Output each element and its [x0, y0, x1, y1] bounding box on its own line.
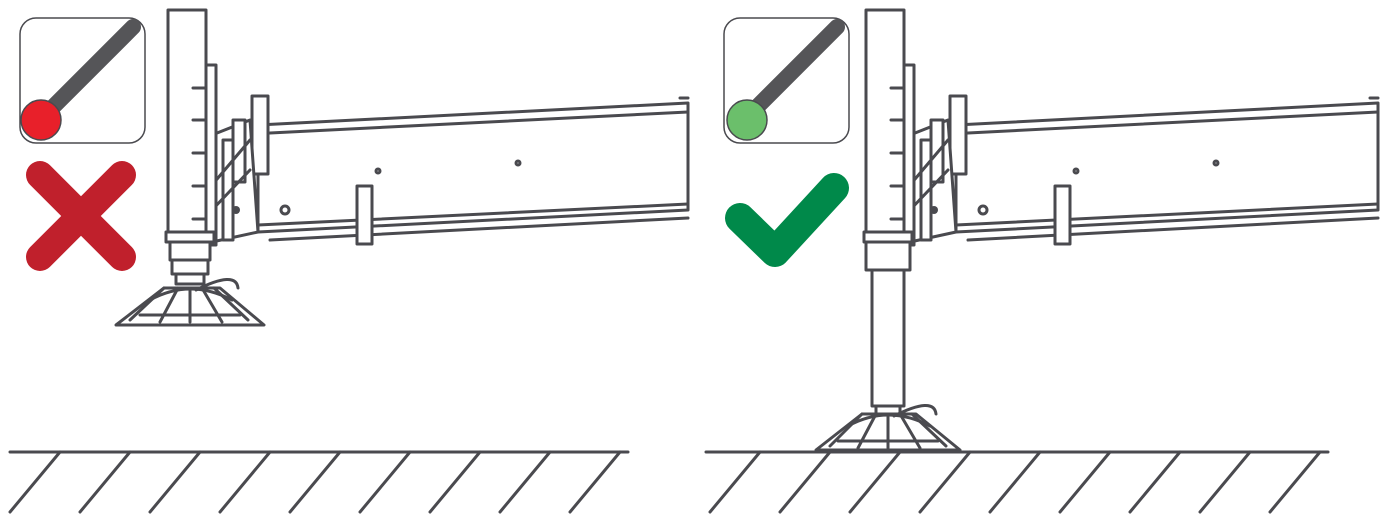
mount-bracket: [908, 118, 958, 244]
boom-arm: [948, 94, 1380, 246]
cross-icon: [26, 161, 136, 271]
panel-correct: [704, 8, 1380, 514]
foot-pad-raised: [114, 278, 266, 327]
indicator-light-green: [726, 99, 768, 141]
indicator-light-red: [20, 99, 62, 141]
panel-incorrect: [8, 8, 690, 514]
indicator-lever-icon: [19, 17, 146, 144]
ground-hatch: [704, 450, 1330, 514]
indicator-lever-icon: [723, 17, 850, 144]
checkmark-icon: [725, 173, 849, 267]
outrigger-column: [164, 8, 218, 286]
ground-hatch: [8, 450, 630, 514]
outrigger-column: [862, 8, 916, 418]
mount-bracket: [210, 118, 260, 244]
foot-pad-grounded: [814, 404, 962, 452]
boom-arm: [250, 94, 690, 246]
